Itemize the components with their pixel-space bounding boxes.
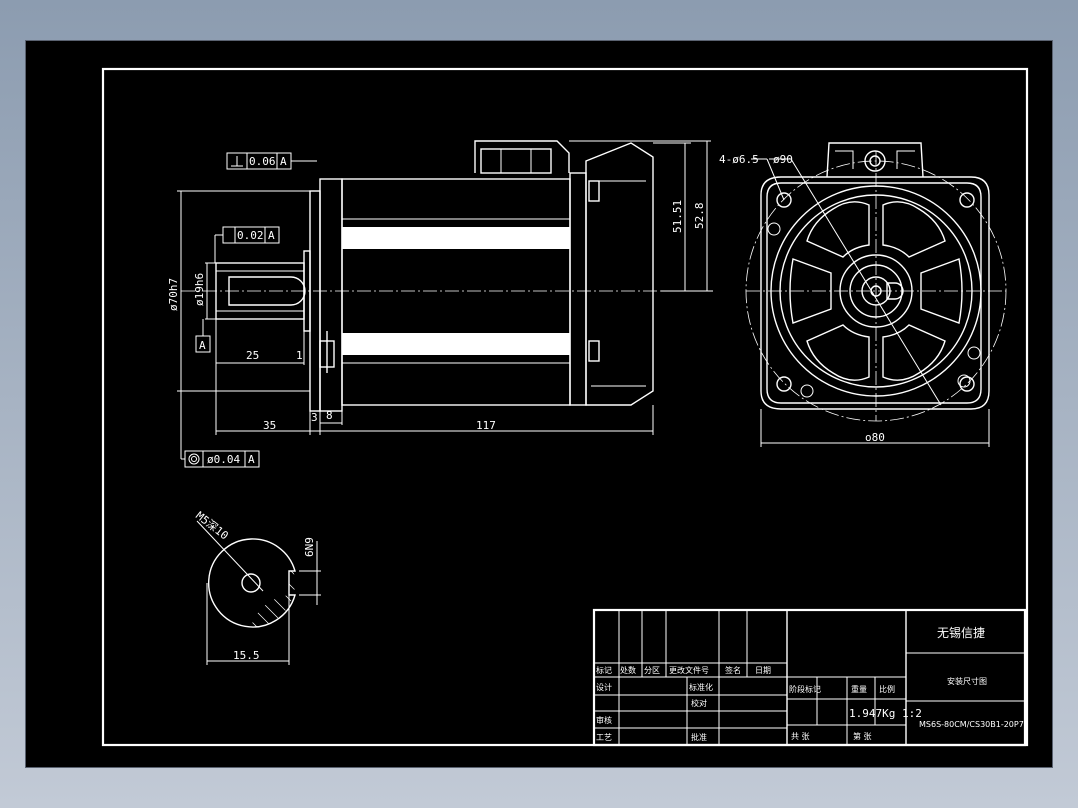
sheet-number: 第 张 xyxy=(853,731,872,741)
runout-datum: A xyxy=(268,229,275,242)
company-name: 无锡信捷 xyxy=(937,625,985,640)
dim-dia-19: ø19h6 xyxy=(193,273,206,306)
row-standard: 标准化 xyxy=(689,682,713,692)
mass-scale: 1.947Kg 1:2 xyxy=(849,707,922,720)
conc-tol-value: ø0.04 xyxy=(207,453,240,466)
dim-length-117: 117 xyxy=(476,419,496,432)
drawing-name: 安装尺寸图 xyxy=(947,676,987,686)
dim-length-3: 3 xyxy=(311,411,318,424)
datum-a-label: A xyxy=(199,339,206,352)
runout-tol-value: 0.02 xyxy=(237,229,264,242)
front-view: 4-ø6.5 ø90 o80 xyxy=(719,142,1007,447)
dim-dia-70: ø70h7 xyxy=(167,278,180,311)
model-number: MS6S-80CM/CS30B1-20P7 xyxy=(919,720,1024,729)
dim-length-25: 25 xyxy=(246,349,259,362)
perp-tol-value: 0.06 xyxy=(249,155,276,168)
row-review: 审核 xyxy=(596,715,612,725)
header-date: 日期 xyxy=(755,666,771,675)
header-zone: 分区 xyxy=(644,666,660,675)
header-doc: 更改文件号 xyxy=(669,665,709,675)
dim-height-5151: 51.51 xyxy=(671,200,684,233)
dim-length-1: 1 xyxy=(296,349,303,362)
drawing-border xyxy=(101,67,1029,747)
side-view: 0.06 A 0.02 A ø70h7 ø19h6 A 25 1 35 3 8 … xyxy=(167,140,713,468)
perp-datum: A xyxy=(280,155,287,168)
sheets-total: 共 张 xyxy=(791,732,810,741)
dim-key: 6N9 xyxy=(303,537,316,557)
row-check: 校对 xyxy=(691,698,707,708)
header-scale: 比例 xyxy=(879,684,895,694)
dim-holes: 4-ø6.5 xyxy=(719,153,759,166)
row-design: 设计 xyxy=(596,682,612,692)
dim-length-8: 8 xyxy=(326,409,333,422)
drawing-canvas: 0.06 A 0.02 A ø70h7 ø19h6 A 25 1 35 3 8 … xyxy=(101,67,1029,747)
header-weight: 重量 xyxy=(851,684,867,694)
title-block: 无锡信捷 安装尺寸图 MS6S-80CM/CS30B1-20P7 1.947Kg… xyxy=(592,608,1027,747)
dim-flange-80: o80 xyxy=(865,431,885,444)
row-process: 工艺 xyxy=(596,733,612,742)
header-count: 处数 xyxy=(620,665,636,675)
header-sign: 签名 xyxy=(725,665,741,675)
shaft-section: M5深10 6N9 15.5 xyxy=(193,509,321,665)
dim-length-35: 35 xyxy=(263,419,276,432)
dim-height-528: 52.8 xyxy=(693,203,706,230)
conc-datum: A xyxy=(248,453,255,466)
dim-pcd: ø90 xyxy=(773,153,793,166)
header-mark: 标记 xyxy=(596,665,612,675)
header-stage: 阶段标记 xyxy=(789,684,821,694)
cad-viewport[interactable]: 0.06 A 0.02 A ø70h7 ø19h6 A 25 1 35 3 8 … xyxy=(25,40,1053,768)
row-approve: 批准 xyxy=(691,732,707,742)
dim-keyway: 15.5 xyxy=(233,649,260,662)
